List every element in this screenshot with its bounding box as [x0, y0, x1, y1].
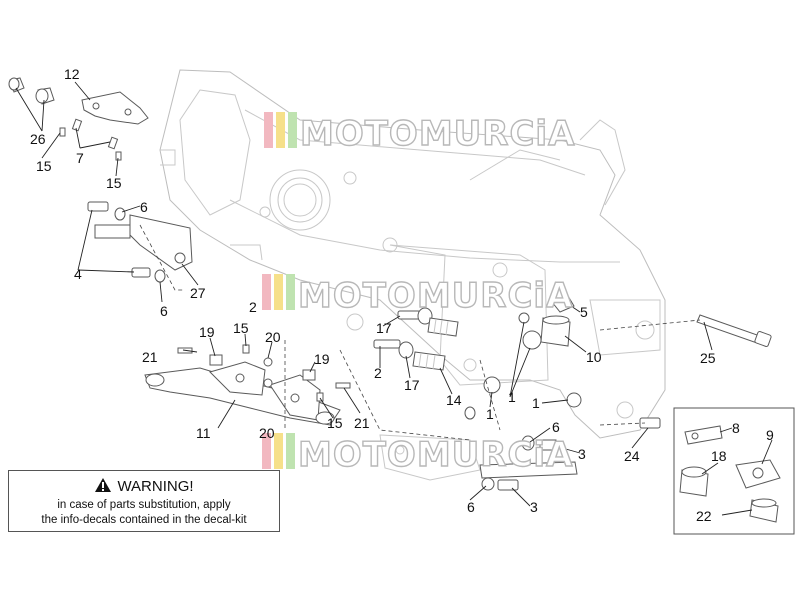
- callout-1-a: 1: [486, 406, 494, 422]
- callout-15-top-left: 15: [36, 158, 52, 174]
- part-10-spacer: [540, 315, 571, 347]
- part-6-washers-left: [114, 207, 166, 283]
- callout-21-right: 21: [354, 415, 370, 431]
- part-15-screws-top: [59, 127, 122, 161]
- watermark-top: MOTOMURCiA: [264, 112, 575, 155]
- part-5-clip: [551, 295, 575, 313]
- part-14-springs: [412, 317, 459, 371]
- leader-lines: [15, 81, 773, 516]
- callout-18: 18: [711, 448, 727, 464]
- callout-20-top: 20: [265, 329, 281, 345]
- callout-5: 5: [580, 304, 588, 320]
- callout-20-bottom: 20: [259, 425, 275, 441]
- callout-17-top: 17: [376, 320, 392, 336]
- callout-24: 24: [624, 448, 640, 464]
- callout-8: 8: [732, 420, 740, 436]
- part-7-bolts: [71, 118, 119, 150]
- callout-6-c: 6: [552, 419, 560, 435]
- part-4-screws: [87, 201, 151, 278]
- callout-6-b: 6: [160, 303, 168, 319]
- callout-labels: 12 26 15 7 15 6 4 27 6 2 19 15 20 21 19 …: [30, 66, 774, 524]
- callout-11: 11: [196, 425, 211, 441]
- callout-1-b: 1: [508, 389, 516, 405]
- callout-22: 22: [696, 508, 712, 524]
- callout-9: 9: [766, 427, 774, 443]
- watermark-text-middle: MOTOMURCiA: [298, 276, 573, 316]
- watermark-text-bottom: MOTOMURCiA: [298, 435, 573, 475]
- callout-7: 7: [76, 150, 84, 166]
- dashed-guides: [139, 224, 701, 441]
- part-12-bracket: [81, 91, 149, 125]
- warning-title: WARNING!: [117, 478, 194, 495]
- callout-19-left: 19: [199, 324, 215, 340]
- callout-2-top: 2: [249, 299, 257, 315]
- part-27-bracket: [94, 214, 193, 271]
- callout-12: 12: [64, 66, 80, 82]
- callout-15-top: 15: [106, 175, 122, 191]
- watermark-bottom: MOTOMURCiA: [262, 433, 573, 476]
- warning-line-1: in case of parts substitution, apply: [57, 499, 231, 511]
- part-25-long-bolt: [696, 314, 772, 347]
- callout-3-top: 3: [578, 446, 586, 462]
- callout-17-bottom: 17: [404, 377, 420, 393]
- callout-6-d: 6: [467, 499, 475, 515]
- watermark-text-top: MOTOMURCiA: [300, 114, 575, 154]
- callout-21-left: 21: [142, 349, 158, 365]
- callout-19-right: 19: [314, 351, 330, 367]
- engine-bracket-lower: [379, 434, 481, 481]
- watermark-middle: MOTOMURCiA: [262, 274, 573, 317]
- part-24-screw: [639, 417, 661, 429]
- callout-2-bottom: 2: [374, 365, 382, 381]
- part-19-spacers: [209, 354, 316, 381]
- warning-line-2: the info-decals contained in the decal-k…: [41, 514, 247, 526]
- part-1-nuts: [483, 312, 582, 408]
- callout-26: 26: [30, 131, 46, 147]
- callout-4: 4: [74, 266, 82, 282]
- warning-triangle-icon: [94, 477, 112, 498]
- callout-6-a: 6: [140, 199, 148, 215]
- callout-15-bottom: 15: [327, 415, 343, 431]
- callout-15-middle: 15: [233, 320, 249, 336]
- callout-27: 27: [190, 285, 206, 301]
- callout-3-bottom: 3: [530, 499, 538, 515]
- callout-25: 25: [700, 350, 716, 366]
- part-3-pins: [479, 439, 578, 491]
- part-20-nuts: [263, 357, 273, 388]
- warning-title-row: WARNING!: [9, 477, 279, 498]
- callout-14: 14: [446, 392, 462, 408]
- warning-box: WARNING! in case of parts substitution, …: [8, 470, 280, 532]
- callout-1-c: 1: [532, 395, 540, 411]
- callout-10: 10: [586, 349, 602, 365]
- part-17-and-2-screws: [373, 307, 433, 359]
- part-26-bushings: [8, 77, 55, 105]
- part-11-footrest-bracket: [144, 361, 341, 426]
